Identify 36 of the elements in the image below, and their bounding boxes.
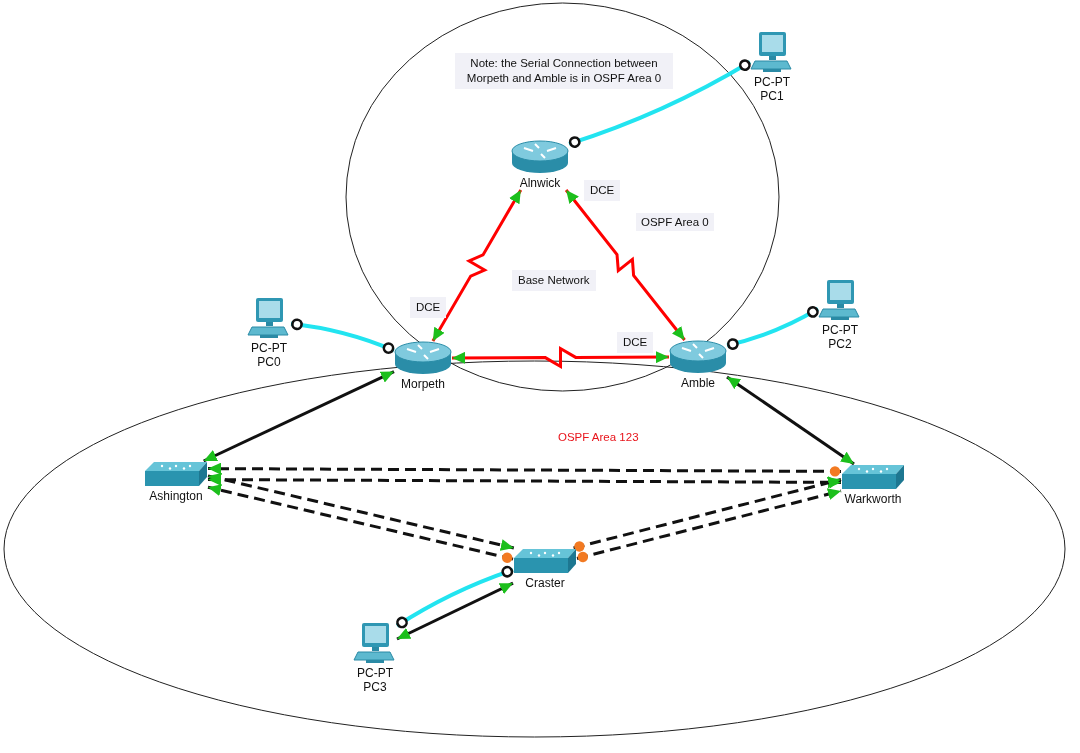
- area-label: OSPF Area 0: [636, 213, 714, 231]
- cable-link: [290, 318, 395, 355]
- device-name: PC1: [760, 89, 784, 103]
- device-type: PC-PT: [251, 341, 287, 355]
- device-name: Morpeth: [401, 377, 445, 391]
- device-name: Ashington: [149, 489, 203, 503]
- network-link: [208, 462, 841, 477]
- cable-link: [568, 59, 751, 148]
- edge-label: DCE: [617, 332, 654, 353]
- device-name: PC0: [257, 355, 281, 369]
- cable-link: [395, 565, 514, 629]
- area-label: OSPF Area 123: [557, 430, 640, 445]
- network-link: [726, 375, 855, 466]
- edge-label: DCE: [410, 297, 447, 318]
- serial-link: [452, 345, 669, 370]
- device-name: PC2: [828, 337, 852, 351]
- note-text: Note: the Serial Connection between Morpeth and Amble is in OSPF Area 0: [455, 53, 673, 89]
- network-link: [207, 473, 515, 551]
- device-name: Warkworth: [844, 492, 902, 506]
- network-link: [576, 488, 842, 563]
- network-link: [396, 581, 514, 641]
- serial-link: [431, 189, 523, 342]
- cable-link: [726, 305, 819, 350]
- network-link: [573, 476, 842, 552]
- device-name: PC3: [363, 680, 387, 694]
- network-label: Base Network: [512, 270, 596, 291]
- device-name: Craster: [525, 576, 565, 590]
- network-link: [207, 484, 514, 563]
- edge-label: DCE: [584, 180, 621, 201]
- device-name: Alnwick: [519, 176, 561, 190]
- device-type: PC-PT: [822, 323, 858, 337]
- serial-link: [564, 189, 686, 341]
- device-name: Amble: [681, 376, 715, 390]
- device-type: PC-PT: [357, 666, 393, 680]
- device-type: PC-PT: [754, 75, 790, 89]
- network-link: [203, 370, 395, 463]
